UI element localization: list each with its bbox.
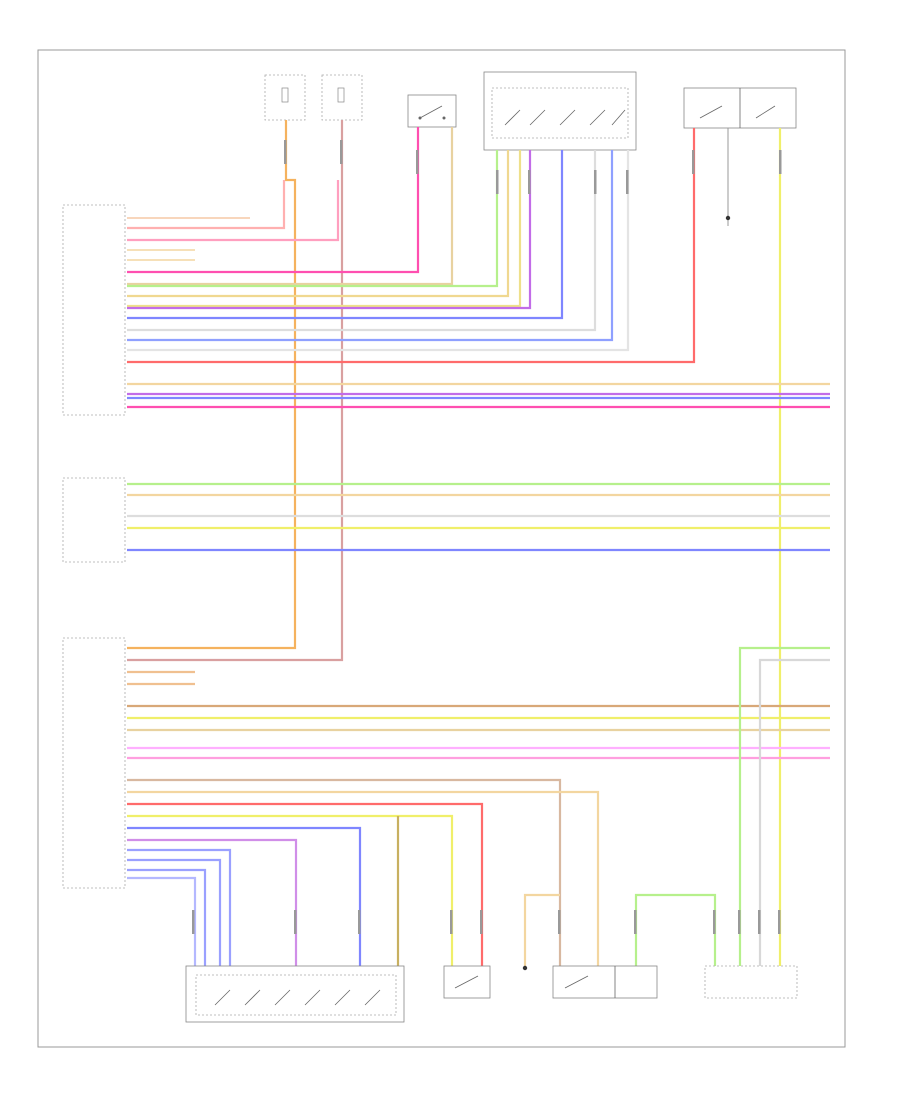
bus-center [127,482,830,552]
bottom-small-switch [443,965,491,999]
wire-id-marks [192,140,782,934]
wire-top-switch-pink [127,127,420,274]
wire-block-violet [127,150,532,310]
bus-left [127,382,830,409]
left-module-stubs [127,217,250,261]
wire-lower-blue2 [127,848,232,966]
wire-block-lightgrey [127,150,597,332]
ground-point-bottom [522,965,528,971]
wire-block-tan [127,150,510,298]
bus-lower [127,670,830,760]
bottom-switch-block [185,965,405,1023]
wire-switchunit-tan [523,893,560,966]
wire-block-white [127,150,630,352]
wire-block-green [127,150,499,288]
bottom-right-sensor [704,965,798,999]
top-switch-block [483,71,637,151]
wire-green-right-1 [738,646,830,966]
wire-top-switch-tan [127,127,454,286]
wire-green-right-2 [758,658,830,966]
left-module [62,204,126,416]
fuse-b [321,74,363,121]
wire-fuse-a-top [127,180,286,230]
wire-fuse-b-pink [127,180,340,242]
fuse-a [264,74,306,121]
wire-lower-blue5 [127,876,197,966]
ground-point-top [725,215,731,221]
bottom-switch-unit [552,965,658,999]
wire-switchunit-green [634,893,717,966]
wire-lower-blue3 [127,858,222,966]
wire-block-blue2 [127,150,614,342]
wire-block-yellow [127,150,522,308]
wire-fuse-b-brown [127,120,344,662]
top-right-unit [683,87,797,129]
wire-lower-yellow [127,814,454,966]
wire-lower-blue [127,826,362,966]
wire-unit-red [127,128,696,364]
wire-block-blue [127,150,564,320]
top-switch [407,94,457,128]
diagram-frame [37,49,846,1048]
wire-lower-tan [127,790,600,966]
wire-lower-brown [127,778,562,966]
lower-module [62,637,126,889]
wire-lower-blue4 [127,868,207,966]
center-module [62,477,126,563]
